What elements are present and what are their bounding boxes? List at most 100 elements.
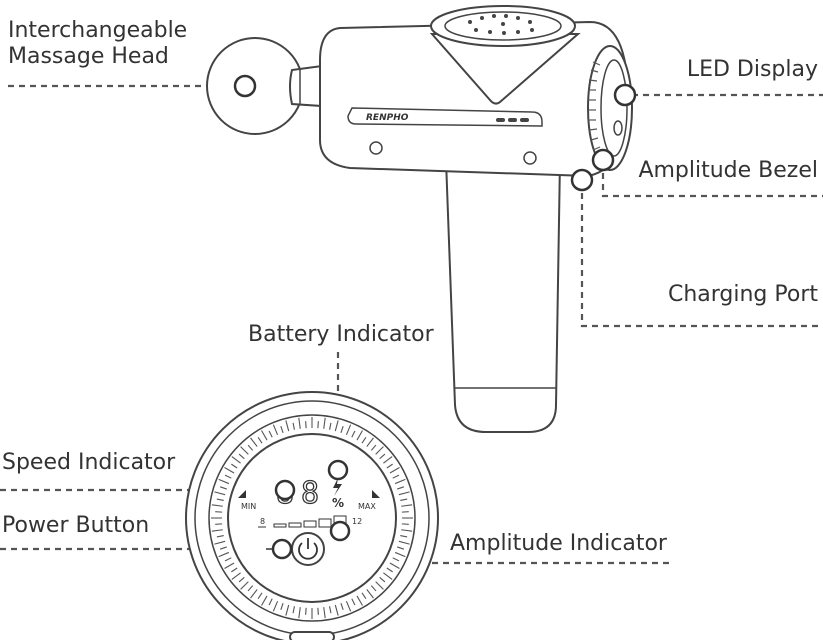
max-label: MAX — [358, 502, 376, 511]
display-tick — [257, 437, 263, 444]
power-icon — [298, 538, 318, 560]
display-tick — [397, 546, 405, 550]
callout-speed-indicator — [274, 479, 296, 501]
top-triangle — [429, 33, 581, 105]
display-tick — [285, 604, 290, 616]
amplitude-max-value: 12 — [352, 517, 362, 526]
display-tick — [383, 456, 393, 464]
display-tick — [370, 444, 377, 451]
display-tick — [400, 498, 408, 501]
display-ticks — [211, 417, 413, 619]
display-tick — [280, 425, 284, 433]
display-closeup: MIN MAX 8 8 % 8 12 — [185, 391, 439, 640]
display-tick — [211, 504, 223, 507]
callout-massage-head — [233, 74, 257, 98]
display-tick — [224, 562, 235, 569]
display-tick — [224, 474, 232, 479]
display-tick — [247, 444, 254, 451]
callout-charging-port — [570, 168, 594, 192]
min-label: MIN — [241, 502, 256, 511]
display-tick — [219, 546, 227, 550]
amplitude-indicator-label: Amplitude Indicator — [450, 531, 667, 556]
display-tick — [231, 463, 238, 469]
charging-bolt-icon — [333, 478, 342, 496]
percent-sign: % — [332, 496, 344, 510]
display-tick — [392, 474, 400, 479]
power-button-small — [613, 120, 623, 136]
speed-dots — [496, 118, 529, 122]
power-button-label: Power Button — [2, 513, 150, 538]
gun-neck — [289, 64, 323, 108]
max-arrow-icon — [372, 490, 380, 498]
display-tick — [383, 572, 393, 580]
massage-head-label-line2: Massage Head — [8, 44, 169, 69]
display-tick — [218, 478, 230, 485]
massage-head-label: Interchangeable Massage Head — [8, 18, 187, 70]
display-tick — [379, 453, 386, 460]
display-tick — [261, 595, 268, 606]
display-tick — [379, 576, 386, 583]
display-tick — [285, 420, 290, 432]
callout-amplitude-bezel — [591, 148, 615, 172]
display-tick — [257, 592, 263, 599]
callout-power-button — [271, 538, 293, 560]
display-tick — [216, 535, 224, 538]
amplitude-bezel-label: Amplitude Bezel — [638, 158, 818, 183]
display-tick — [214, 491, 226, 496]
display-tick — [268, 598, 273, 606]
body-screw-right — [523, 151, 537, 165]
callout-led-display — [613, 83, 637, 107]
display-tick — [356, 595, 363, 606]
display-tick — [218, 551, 230, 558]
display-tick — [231, 456, 241, 464]
display-bottom-tab — [289, 631, 335, 640]
display-tick — [268, 430, 273, 438]
display-tick — [401, 504, 413, 507]
vent-holes — [468, 14, 534, 35]
display-tick — [211, 529, 223, 532]
display-tick — [400, 535, 408, 538]
callout-amplitude-indicator — [329, 520, 351, 542]
display-tick — [386, 567, 393, 573]
display-tick — [375, 446, 384, 455]
back-bezel — [587, 45, 633, 171]
display-tick — [366, 437, 374, 447]
display-tick — [250, 589, 258, 599]
display-tick — [386, 463, 393, 469]
massage-head-label-line1: Interchangeable — [8, 18, 188, 43]
speed-indicator-label: Speed Indicator — [2, 450, 176, 475]
bezel-ridges — [588, 61, 601, 151]
display-tick — [394, 551, 406, 558]
display-tick — [323, 417, 326, 429]
display-tick — [351, 598, 356, 606]
gun-handle — [444, 159, 562, 433]
display-tick — [240, 446, 249, 455]
display-screen — [227, 433, 397, 603]
body-accent-line — [347, 107, 543, 127]
display-tick — [398, 491, 410, 496]
display-tick — [272, 424, 279, 436]
display-tick — [375, 581, 384, 590]
amplitude-min-value: 8 — [260, 517, 265, 526]
display-tick — [238, 576, 245, 583]
display-tick — [389, 467, 400, 474]
display-tick — [261, 430, 268, 441]
display-tick — [292, 606, 295, 614]
callout-battery-indicator — [327, 459, 349, 481]
leader-amplitude-bezel — [601, 162, 823, 198]
display-tick — [214, 540, 226, 545]
battery-indicator-label: Battery Indicator — [248, 322, 434, 347]
display-tick — [329, 606, 332, 614]
display-tick — [392, 557, 400, 562]
display-tick — [323, 607, 326, 619]
display-tick — [298, 607, 301, 619]
led-display-label: LED Display — [686, 57, 818, 82]
display-tick — [361, 437, 367, 444]
display-tick — [389, 562, 400, 569]
display-tick — [216, 498, 224, 501]
massage-gun: RENPHO — [206, 5, 633, 433]
display-tick — [231, 572, 241, 580]
display-tick — [247, 585, 254, 592]
display-tick — [356, 430, 363, 441]
